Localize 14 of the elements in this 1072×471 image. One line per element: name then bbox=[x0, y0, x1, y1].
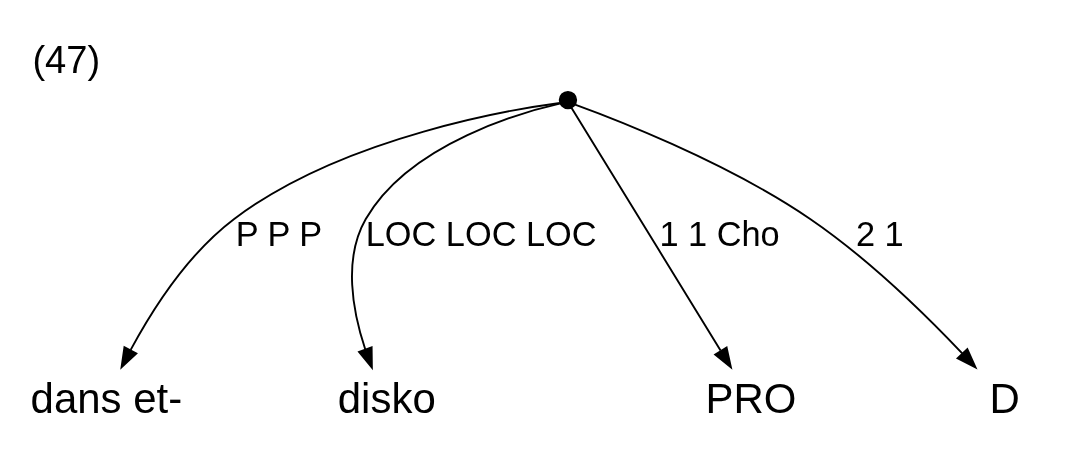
edge-label: 2 1 bbox=[855, 215, 904, 254]
edge-label: 1 1 Cho bbox=[659, 215, 780, 254]
edge-label: P P P bbox=[235, 215, 323, 254]
arrow bbox=[351, 102, 561, 371]
edge-label: LOC LOC LOC bbox=[365, 215, 597, 254]
node-text: dans et- bbox=[30, 374, 183, 422]
diagram-title: (47) bbox=[32, 37, 101, 81]
node-text: D bbox=[989, 374, 1020, 422]
node-point bbox=[558, 90, 578, 110]
node-text: PRO bbox=[705, 374, 797, 422]
node-text: disko bbox=[337, 374, 436, 422]
arrow bbox=[120, 102, 561, 370]
arrow bbox=[570, 106, 733, 370]
arrow bbox=[574, 103, 978, 370]
